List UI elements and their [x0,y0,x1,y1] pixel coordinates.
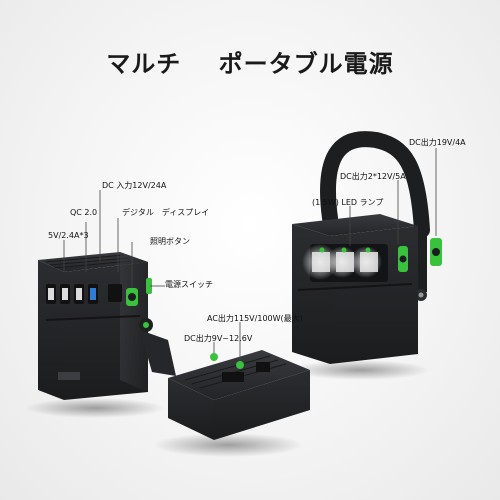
label-dc-out-low: DC出力9V~12.6V [184,334,253,343]
label-dc-out-19: DC出力19V/4A [409,138,466,147]
center-unit [168,322,310,440]
label-led-lamp: (1.5W) LED ランプ [312,198,384,207]
label-dc-out-2: DC出力2*12V/5A [340,172,406,181]
label-power-switch: 電源スイッチ [165,280,213,289]
title-part-multi: マルチ [106,50,182,78]
label-light-button: 照明ボタン [150,237,190,246]
usb-ports [46,284,98,304]
right-unit [292,131,442,364]
title-part-portable-power: ポータブル電源 [218,50,394,78]
label-usb: 5V/2.4A*3 [48,231,89,240]
label-dc-in: DC 入力12V/24A [102,181,167,190]
page-title: マルチ ポータブル電源 [0,44,500,79]
left-unit [38,190,176,400]
label-digital-display: デジタル ディスプレイ [122,208,210,217]
label-qc: QC 2.0 [70,208,98,217]
label-ac-out: AC出力115V/100W(最大) [207,314,303,323]
